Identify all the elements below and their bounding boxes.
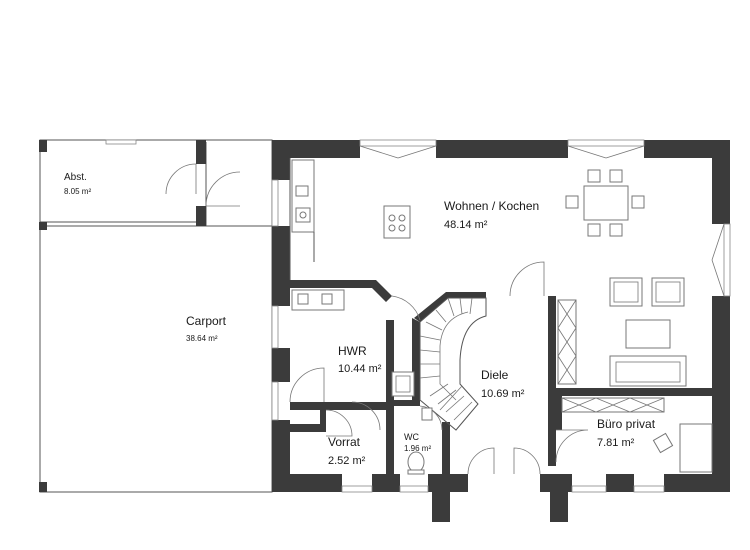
room-label-wc: WC 1.96 m² <box>404 432 431 453</box>
interior-walls <box>290 280 712 474</box>
room-area-vorrat: 2.52 m² <box>328 455 366 467</box>
room-area-abst: 8.05 m² <box>64 187 91 196</box>
room-label-vorrat: Vorrat 2.52 m² <box>328 435 366 467</box>
living-furniture <box>557 277 687 387</box>
wc-fixtures <box>407 407 433 475</box>
door-abst <box>165 163 197 195</box>
buero-furniture <box>561 397 713 473</box>
room-area-carport: 38.64 m² <box>186 334 218 343</box>
room-label-abst: Abst. 8.05 m² <box>64 172 91 196</box>
room-name-wc: WC <box>404 432 419 442</box>
room-name-buero: Büro privat <box>597 417 656 431</box>
room-area-hwr: 10.44 m² <box>338 363 382 375</box>
room-area-buero: 7.81 m² <box>597 437 635 449</box>
room-name-carport: Carport <box>186 314 227 328</box>
room-name-diele: Diele <box>481 368 509 382</box>
room-name-hwr: HWR <box>338 344 367 358</box>
hwr-furniture <box>291 289 415 397</box>
doors <box>289 261 589 475</box>
room-label-hwr: HWR 10.44 m² <box>338 344 382 375</box>
door-corridor <box>205 171 241 207</box>
room-name-vorrat: Vorrat <box>328 435 361 449</box>
room-area-wohnen: 48.14 m² <box>444 219 488 231</box>
room-name-wohnen: Wohnen / Kochen <box>444 199 539 213</box>
carport-posts <box>39 140 206 492</box>
room-area-wc: 1.96 m² <box>404 444 431 453</box>
room-label-buero: Büro privat 7.81 m² <box>597 417 656 449</box>
windows <box>271 139 731 493</box>
window-abst <box>105 139 137 145</box>
exterior-walls <box>272 140 730 522</box>
room-label-diele: Diele 10.69 m² <box>481 368 525 400</box>
staircase <box>419 297 487 431</box>
room-area-diele: 10.69 m² <box>481 388 525 400</box>
room-name-abst: Abst. <box>64 172 87 183</box>
room-label-carport: Carport 38.64 m² <box>186 314 227 343</box>
dining-set <box>565 169 645 237</box>
room-label-wohnen: Wohnen / Kochen 48.14 m² <box>444 199 539 231</box>
kitchen <box>289 158 411 280</box>
